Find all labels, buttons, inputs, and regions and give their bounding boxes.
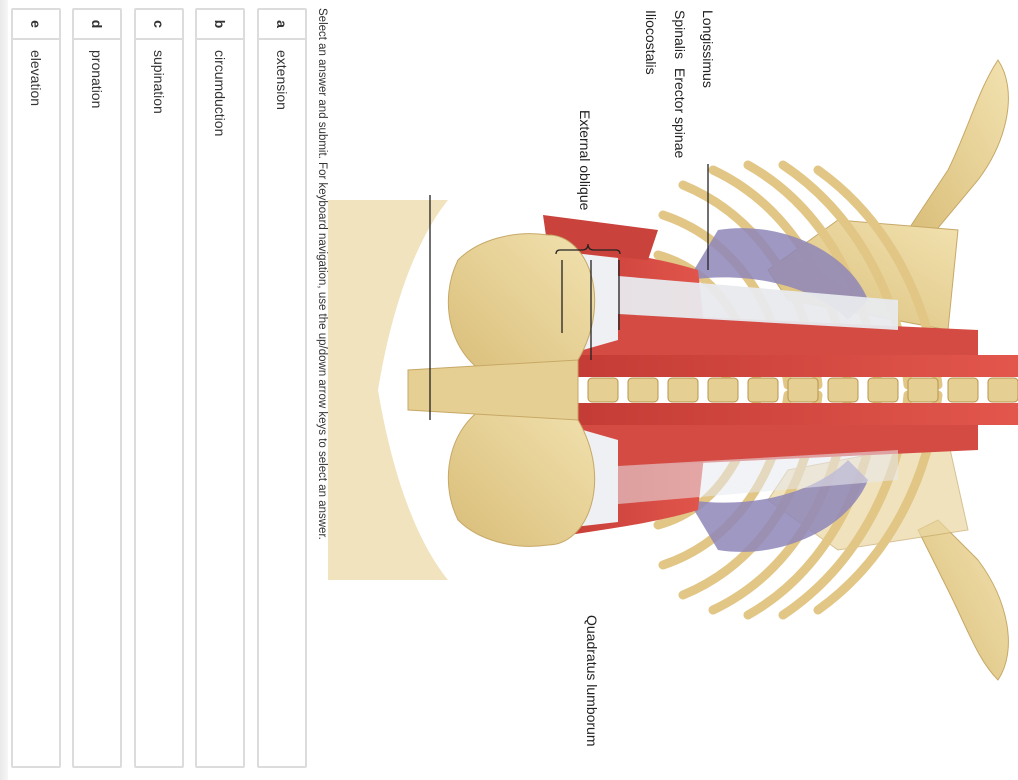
choice-a[interactable]: a extension xyxy=(257,8,307,768)
label-external-oblique: External oblique xyxy=(577,110,593,211)
choice-e[interactable]: e elevation xyxy=(11,8,61,768)
pelvis xyxy=(328,200,596,580)
choice-letter: c xyxy=(136,10,182,40)
choice-b[interactable]: b circumduction xyxy=(195,8,245,768)
choice-letter: d xyxy=(74,10,120,40)
bottom-edge-shadow xyxy=(0,0,8,780)
choice-c[interactable]: c supination xyxy=(134,8,184,768)
label-quadratus-lumborum: Quadratus lumborum xyxy=(584,615,600,747)
label-spinalis: Spinalis xyxy=(672,10,688,60)
leader-lines xyxy=(429,164,709,420)
label-iliocostalis: Iliocostalis xyxy=(643,10,659,75)
instruction-text: Select an answer and submit. For keyboar… xyxy=(316,8,328,540)
choice-letter: a xyxy=(259,10,305,40)
choice-text: pronation xyxy=(89,50,105,109)
choice-text: supination xyxy=(151,50,167,114)
choice-letter: b xyxy=(197,10,243,40)
label-erector-spinae: Erector spinae xyxy=(672,68,688,159)
choice-text: elevation xyxy=(28,50,44,107)
choice-text: circumduction xyxy=(212,50,228,137)
anatomy-figure: Longissimus Spinalis Iliocostalis Erecto… xyxy=(328,0,1018,780)
back-muscles-illustration xyxy=(328,59,1018,681)
choice-text: extension xyxy=(274,50,290,110)
choice-letter: e xyxy=(13,10,59,40)
choice-d[interactable]: d pronation xyxy=(72,8,122,768)
label-longissimus: Longissimus xyxy=(700,10,716,88)
